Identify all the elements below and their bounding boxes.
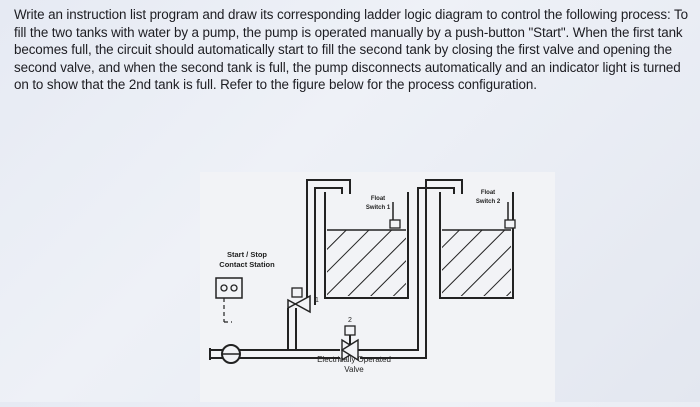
process-diagram: Float Switch 1 Float Switch 2: [209, 179, 516, 374]
pump: [209, 344, 241, 364]
valve-2: 2: [340, 317, 360, 362]
float-switch-2-label-b: Switch 2: [476, 199, 501, 205]
float-switch-1-label-b: Switch 1: [366, 205, 391, 211]
problem-text: Write an instruction list program and dr…: [14, 7, 688, 93]
float-switch-2: Float Switch 2: [476, 190, 516, 229]
valve-caption-1: Electrically Operated: [317, 355, 391, 364]
valve-1-number: 1: [315, 297, 319, 304]
start-button-icon: [220, 284, 228, 292]
tank-1-water: [327, 230, 406, 296]
float-switch-1-label-a: Float: [371, 196, 385, 202]
station-label-2: Contact Station: [219, 260, 275, 269]
piping: [210, 179, 463, 359]
float-switch-2-label-a: Float: [481, 190, 495, 196]
process-figure: Float Switch 1 Float Switch 2: [200, 172, 555, 402]
station-label-1: Start / Stop: [227, 250, 267, 259]
tank-1: [324, 192, 409, 299]
tank-2: [439, 192, 514, 299]
start-stop-station: Start / Stop Contact Station: [215, 250, 275, 323]
tank-2-water: [442, 230, 511, 296]
valve-caption-2: Valve: [344, 365, 364, 374]
valve-2-number: 2: [348, 317, 352, 324]
float-switch-1: Float Switch 1: [366, 196, 401, 229]
station-box: [215, 277, 243, 299]
valve-1: 1: [287, 287, 319, 314]
problem-statement: Write an instruction list program and dr…: [14, 6, 690, 94]
stop-button-icon: [230, 284, 238, 292]
